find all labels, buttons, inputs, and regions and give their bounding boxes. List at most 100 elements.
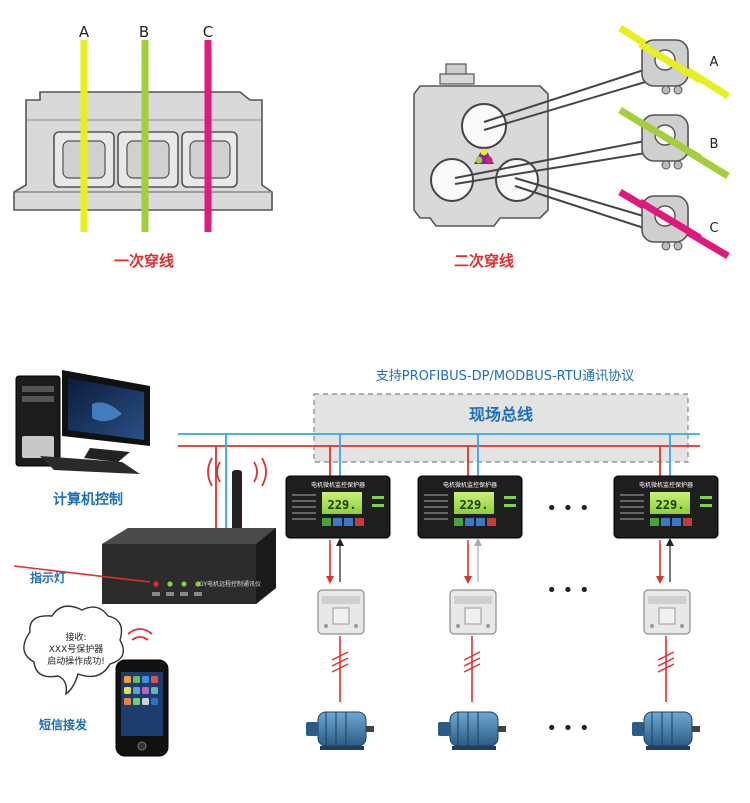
indicator-led-2 (167, 581, 173, 587)
contactor-1-screw-2 (354, 624, 358, 628)
indicator-led-3 (181, 581, 187, 587)
phase-c-label: C (203, 23, 213, 41)
device-2-led-row-1 (424, 494, 448, 496)
device-title-2: 电机微机监控保护器 (443, 481, 497, 489)
gateway-label: GY电机远程控制通讯仪 (199, 580, 261, 588)
indicator-pointer (13, 565, 151, 583)
col1-tick-2 (331, 657, 349, 667)
lead-a-2 (483, 79, 653, 131)
col1-tick-3 (331, 663, 349, 673)
motor-3-base (646, 746, 690, 750)
motor-3-end (632, 722, 644, 736)
indicator-led-1 (153, 581, 159, 587)
indicator-label: 指示灯 (30, 570, 66, 585)
ct-ring-a (618, 25, 730, 99)
protector-column-3: 电机微机监控保护器 229. (613, 434, 719, 750)
phase-a-label: A (79, 23, 90, 41)
wave-right-1 (253, 461, 258, 483)
secondary-hole-left (430, 158, 474, 202)
gateway-top (102, 528, 276, 544)
sms-bubble: 接收: XXX号保护器 启动操作成功! (23, 605, 124, 696)
app-icon-6 (133, 687, 140, 694)
signal-arc-2 (127, 628, 153, 635)
badge-dot-a (480, 148, 488, 156)
device-reading-2: 229. (460, 498, 489, 512)
device-3-key-3 (672, 518, 681, 526)
col2-fb-arrow (474, 538, 482, 546)
pc-tower-bay-1 (22, 386, 54, 392)
device-2-status-2 (504, 504, 516, 507)
device-2-key-2 (465, 518, 474, 526)
lead-c (514, 177, 651, 219)
device-1-key-3 (344, 518, 353, 526)
app-icon-1 (124, 676, 131, 683)
device-lcd-1 (322, 492, 362, 514)
device-1-status-2 (372, 504, 384, 507)
device-3-status-2 (700, 504, 712, 507)
contactor-2-screw-2 (486, 624, 490, 628)
field-bus-label: 现场总线 (469, 405, 533, 424)
secondary-caption: 二次穿线 (454, 252, 514, 270)
app-icon-2 (133, 676, 140, 683)
computer (15, 370, 150, 474)
contactor-3-window (658, 607, 676, 625)
col1-tick-1 (331, 651, 349, 661)
ct-phase-c-label: C (709, 221, 718, 236)
protocol-text: 支持PROFIBUS-DP/MODBUS-RTU通讯协议 (376, 369, 634, 384)
ellipsis-motors: • • • (546, 718, 589, 739)
gateway-device: GY电机远程控制通讯仪 (102, 528, 276, 604)
col3-fb-arrow (666, 538, 674, 546)
secondary-wiring-diagram: A B C 二次穿线 (413, 25, 730, 270)
wireless-waves (207, 457, 267, 487)
device-2-key-1 (454, 518, 463, 526)
motor-2-shaft (498, 726, 506, 732)
ellipsis-contactors: • • • (546, 580, 589, 601)
contactor-2-screw-1 (456, 624, 460, 628)
col3-out-arrow (656, 576, 664, 584)
app-icon-4 (151, 676, 158, 683)
col2-tick-3 (463, 663, 481, 673)
device-3-status-1 (700, 496, 712, 499)
device-1-key-2 (333, 518, 342, 526)
col3-tick-1 (657, 651, 675, 661)
gateway-side (256, 528, 276, 604)
bubble-outline (23, 605, 124, 696)
motor-3 (632, 711, 700, 750)
device-2-led-row-3 (424, 506, 448, 508)
app-icon-8 (151, 687, 158, 694)
secondary-knob-base (439, 73, 475, 85)
indicator-led-4 (195, 581, 201, 587)
badge-dot-b (475, 156, 483, 164)
ct-a-screw-1 (661, 85, 671, 95)
contactor-3-screw-2 (680, 624, 684, 628)
computer-label: 计算机控制 (53, 491, 123, 508)
motor-2-body (449, 711, 499, 747)
device-2-key-3 (476, 518, 485, 526)
device-3-key-2 (661, 518, 670, 526)
ct-phase-b-label: B (710, 137, 719, 152)
wave-right-2 (261, 457, 267, 487)
led-label-3 (180, 592, 188, 596)
device-1-led-row-4 (292, 512, 316, 514)
device-reading-1: 229. (328, 498, 357, 512)
wave-left-2 (207, 457, 213, 487)
signal-arc-1 (131, 636, 149, 641)
screen-swirl (92, 402, 122, 422)
contactor-3 (643, 589, 691, 635)
contactor-2-window (464, 607, 482, 625)
device-1-status-1 (372, 496, 384, 499)
protector-column-2: 电机微机监控保护器 229. (417, 434, 523, 750)
device-3-led-row-3 (620, 506, 644, 508)
contactor-3-terminals (648, 596, 686, 604)
contactor-2-terminals (454, 596, 492, 604)
col2-tick-1 (463, 651, 481, 661)
col3-tick-3 (657, 663, 675, 673)
device-2-key-4 (487, 518, 496, 526)
gateway-body (102, 528, 276, 604)
app-icon-7 (142, 687, 149, 694)
keyboard (40, 456, 140, 474)
ct-b-screw-2 (673, 160, 683, 170)
app-icon-5 (124, 687, 131, 694)
wave-left-1 (216, 461, 221, 483)
